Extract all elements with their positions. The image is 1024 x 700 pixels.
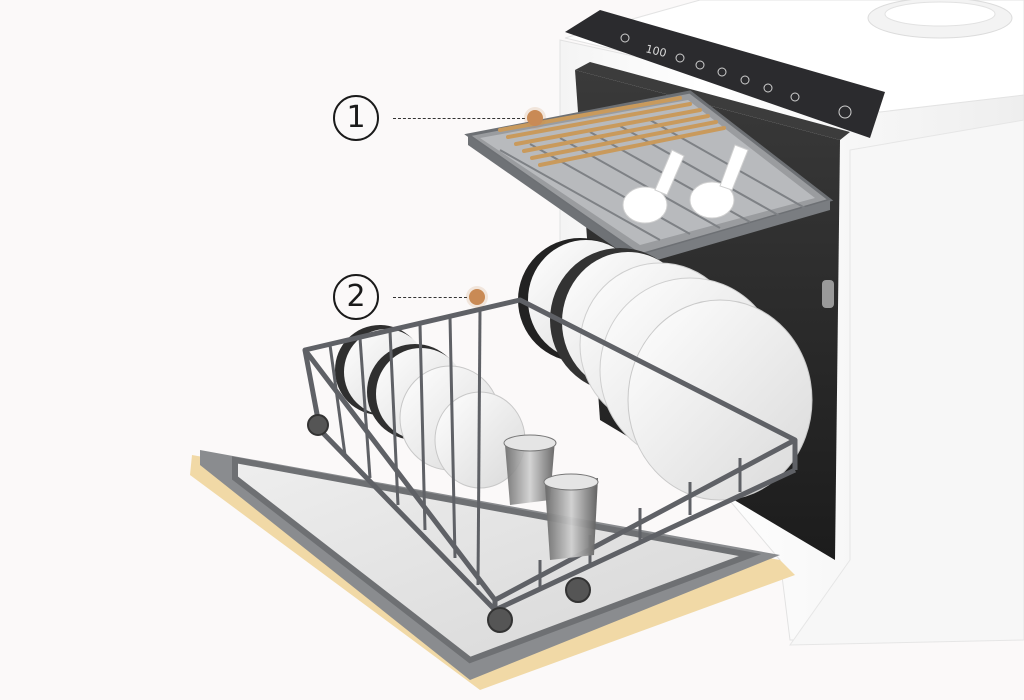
callout-1: 1 bbox=[333, 95, 543, 141]
callout-2: 2 bbox=[333, 274, 485, 320]
lower-basket bbox=[302, 297, 798, 613]
dishwasher-side bbox=[789, 119, 1024, 646]
control-panel-buttons bbox=[620, 33, 852, 119]
spoons bbox=[622, 144, 749, 224]
callout-1-number: 1 bbox=[333, 95, 379, 141]
callout-2-dot bbox=[469, 289, 485, 305]
callout-2-number: 2 bbox=[333, 274, 379, 320]
small-plates bbox=[335, 325, 526, 489]
cups bbox=[503, 434, 599, 560]
chopsticks bbox=[498, 96, 726, 167]
door-latch bbox=[822, 280, 834, 308]
control-panel-display: 100 bbox=[644, 42, 668, 60]
callout-1-leader-line bbox=[393, 117, 525, 119]
callout-1-dot bbox=[527, 110, 543, 126]
callout-2-leader-line bbox=[393, 296, 467, 298]
basket-wheels bbox=[307, 414, 591, 633]
large-plates bbox=[518, 238, 813, 501]
control-panel bbox=[565, 10, 885, 138]
